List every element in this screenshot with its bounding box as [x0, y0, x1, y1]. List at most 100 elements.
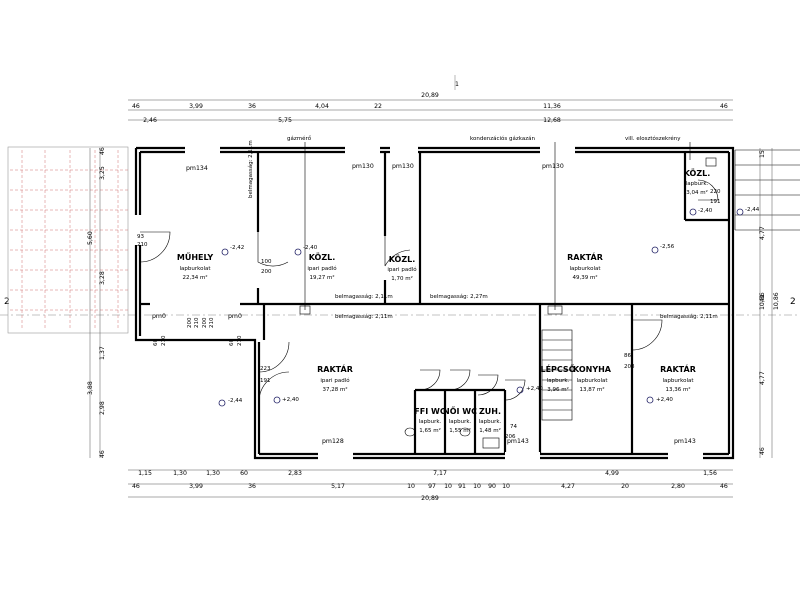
door-size: 210 [137, 242, 148, 248]
dim-right-0: 10,86 [759, 292, 766, 310]
dim-top3-1: 5,75 [278, 117, 292, 124]
svg-text:FFI WC: FFI WC [414, 407, 446, 416]
annotation-ceiling-height-1: belmagasság: 2,11m [335, 293, 393, 300]
svg-text:lapburkolat: lapburkolat [662, 378, 694, 384]
dim-bot1-0: 1,15 [138, 470, 152, 477]
door-size: 210 [209, 317, 215, 328]
svg-text:lapburkolat: lapburkolat [569, 266, 601, 272]
svg-text:+2,40: +2,40 [656, 397, 673, 403]
dim-bot1-2: 1,30 [206, 470, 220, 477]
dim-top2-3: 4,04 [315, 103, 329, 110]
door-size: 191 [260, 378, 271, 384]
dim-bot1-7: 1,56 [703, 470, 717, 477]
dim-bot1-4: 2,83 [288, 470, 302, 477]
meter-box-icon [299, 157, 717, 315]
door-size: 220 [710, 189, 721, 195]
opening-label: pm0 [228, 313, 242, 320]
svg-text:NŐI WC: NŐI WC [443, 406, 477, 416]
opening-label: pm0 [152, 313, 166, 320]
dim-top2-4: 22 [374, 103, 382, 110]
svg-text:lapburk.: lapburk. [686, 181, 709, 187]
svg-text:RAKTÁR: RAKTÁR [660, 363, 696, 374]
room-label-kozl-2: KÖZL. ipari padló 1,70 m² [387, 254, 417, 282]
opening-label: pm134 [186, 165, 208, 172]
door-size: 210 [237, 335, 243, 346]
svg-text:1,70 m²: 1,70 m² [391, 275, 413, 282]
dim-bot2-7: 91 [458, 483, 466, 490]
svg-text:3,96 m²: 3,96 m² [547, 386, 569, 393]
dim-right-4: 46 [759, 447, 766, 455]
opening-label: pm143 [674, 438, 696, 445]
annotation-ceiling-height-4: belmagasság: 2,11m [660, 313, 718, 320]
svg-text:+2,40: +2,40 [282, 397, 299, 403]
opening-label: pm128 [322, 438, 344, 445]
door-size: 200 [261, 269, 272, 275]
dim-bot2-11: 4,27 [561, 483, 575, 490]
dim-bot2-12: 20 [621, 483, 629, 490]
svg-text:KÖZL.: KÖZL. [309, 252, 336, 262]
door-size: 191 [710, 199, 721, 205]
dim-top3-2: 12,68 [543, 117, 561, 124]
svg-text:lapburk.: lapburk. [419, 419, 442, 425]
svg-text:1,65 m²: 1,65 m² [419, 427, 441, 434]
svg-text:ipari padló: ipari padló [320, 377, 350, 384]
opening-label: pm143 [507, 438, 529, 445]
svg-text:+2,40: +2,40 [526, 386, 543, 392]
dim-left-6: 46 [99, 450, 106, 458]
dim-bot1-5: 7,17 [433, 470, 447, 477]
door-size: 223 [260, 366, 271, 372]
dim-right-1: 10,86 [773, 292, 780, 310]
dim-bot1-3: 60 [240, 470, 248, 477]
dim-bot2-1: 3,99 [189, 483, 203, 490]
dim-top2-5: 11,36 [543, 103, 561, 110]
room-label-noi-wc: NŐI WC lapburk. 1,55 m² [443, 406, 477, 434]
dim-top2-1: 3,99 [189, 103, 203, 110]
svg-text:37,28 m²: 37,28 m² [322, 386, 347, 393]
svg-text:KÖZL.: KÖZL. [389, 254, 416, 264]
dim-top2-0: 46 [132, 103, 140, 110]
level-marker: -2,42 [221, 245, 244, 256]
dim-bot1-6: 4,99 [605, 470, 619, 477]
dim-bot2-13: 2,80 [671, 483, 685, 490]
svg-text:RAKTÁR: RAKTÁR [567, 251, 603, 262]
door-size: 86 [624, 353, 631, 359]
dim-bot2-6: 10 [444, 483, 452, 490]
terrace-hatch [7, 146, 129, 334]
dim-bot2-10: 10 [502, 483, 510, 490]
dim-bot2-14: 46 [720, 483, 728, 490]
dim-right-5: 15 [759, 150, 766, 158]
svg-text:KÖZL.: KÖZL. [684, 168, 711, 178]
svg-text:13,36 m²: 13,36 m² [665, 386, 690, 393]
inner-walls [140, 152, 730, 454]
dim-right-2: 4,77 [759, 226, 766, 240]
dim-bot2-0: 46 [132, 483, 140, 490]
svg-text:ipari padló: ipari padló [387, 266, 417, 273]
svg-text:22,34 m²: 22,34 m² [182, 274, 207, 281]
dim-bot2-4: 10 [407, 483, 415, 490]
toilet-icon [404, 427, 500, 449]
level-marker: +2,40 [646, 396, 673, 404]
room-label-raktar-3: RAKTÁR lapburkolat 13,36 m² [660, 363, 696, 393]
svg-text:ipari padló: ipari padló [307, 265, 337, 272]
door-size: 200 [187, 317, 193, 328]
svg-text:lapburkolat: lapburkolat [576, 378, 608, 384]
svg-text:-2,44: -2,44 [228, 398, 243, 404]
dim-top3-0: 2,46 [143, 117, 157, 124]
room-label-raktar-1: RAKTÁR lapburkolat 49,39 m² [567, 251, 603, 281]
door-size: 210 [161, 335, 167, 346]
dim-left-5: 2,98 [99, 401, 106, 415]
svg-text:49,39 m²: 49,39 m² [572, 274, 597, 281]
level-marker: -2,44 [218, 398, 243, 407]
level-marker: -2,44 [736, 207, 760, 216]
door-size: 93 [137, 234, 144, 240]
room-label-raktar-2: RAKTÁR ipari padló 37,28 m² [317, 363, 353, 393]
window-gaps [134, 146, 703, 460]
annotation-ceiling-height-3: belmagasság: 2,11m [335, 313, 393, 320]
section-marker-left: 2 [4, 297, 10, 307]
svg-text:1,55 m²: 1,55 m² [449, 427, 471, 434]
door-size: 208 [624, 364, 635, 370]
svg-text:-2,40: -2,40 [303, 245, 318, 251]
room-label-zuhany: ZUH. lapburk. 1,48 m² [479, 407, 502, 434]
svg-text:-2,44: -2,44 [745, 207, 760, 213]
